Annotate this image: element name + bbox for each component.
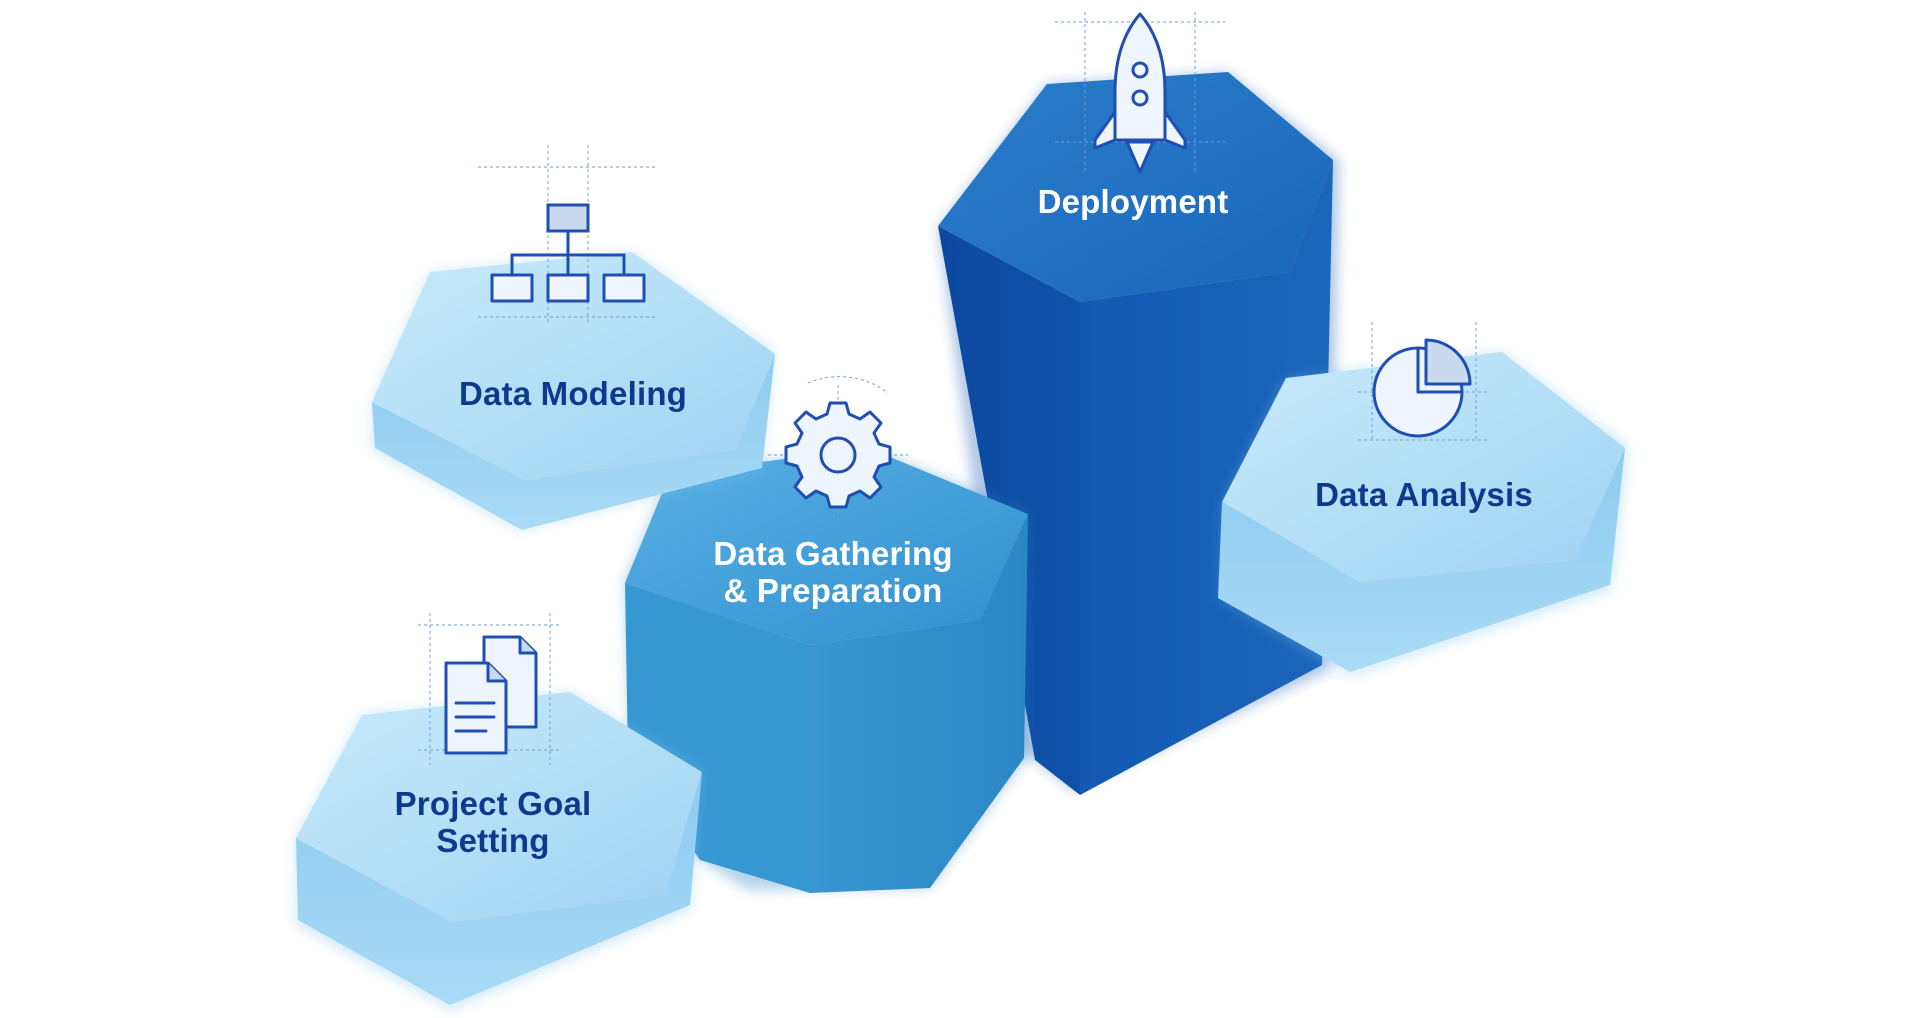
step-data-modeling (372, 252, 775, 530)
data-analysis-top (1222, 352, 1625, 582)
step-deployment (938, 72, 1339, 795)
deployment-label: Deployment (1038, 183, 1229, 220)
data-modeling-side (372, 354, 775, 530)
data-gathering-top (625, 448, 1028, 645)
data-gathering-side-right (810, 514, 1028, 893)
project-goal-top (296, 692, 702, 922)
deployment-top (938, 72, 1333, 302)
step-data-analysis (1218, 352, 1628, 676)
project-goal-label-line1: Project Goal (395, 785, 592, 822)
data-analysis-label: Data Analysis (1315, 476, 1533, 513)
document-icon (418, 613, 560, 765)
project-goal-side (296, 772, 702, 1005)
data-modeling-label: Data Modeling (459, 375, 687, 412)
data-analysis-side (1218, 448, 1625, 672)
rocket-icon (1055, 12, 1225, 174)
deployment-side-right (1080, 160, 1333, 795)
hierarchy-icon (478, 145, 658, 325)
data-modeling-top (372, 252, 775, 480)
project-goal-label-line2: Setting (436, 822, 549, 859)
step-project-goal-setting (296, 692, 702, 1010)
data-gathering-label-line1: Data Gathering (713, 535, 952, 572)
gear-icon (768, 376, 908, 525)
data-gathering-label-line2: & Preparation (724, 572, 943, 609)
pie-chart-icon (1358, 322, 1488, 442)
